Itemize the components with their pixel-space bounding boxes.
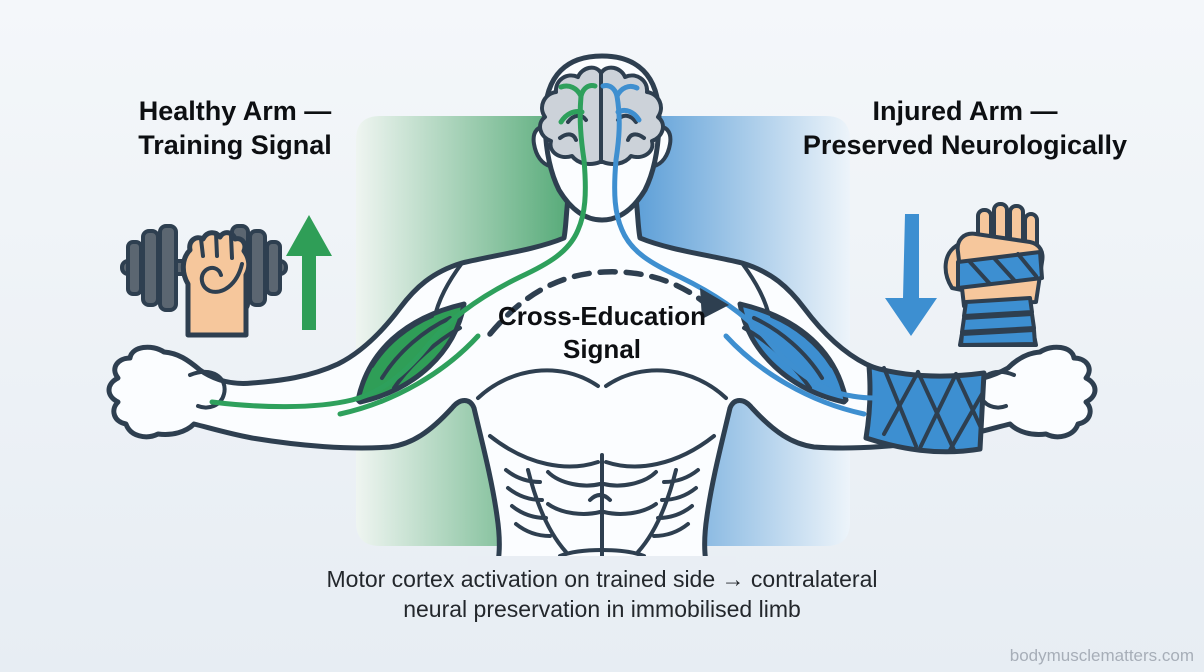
green-nerve-path <box>209 83 598 410</box>
healthy-arm-title: Healthy Arm — Training Signal <box>138 96 332 160</box>
watermark: bodymusclematters.com <box>1009 646 1194 665</box>
dashed-signal-arc <box>487 269 729 337</box>
forearm-bandage <box>863 363 987 455</box>
injured-arm-title: Injured Arm — Preserved Neurologically <box>802 96 1128 160</box>
left-bicep-muscle <box>337 301 481 417</box>
up-arrow-icon <box>286 215 332 330</box>
arrowhead <box>700 288 729 319</box>
brain-icon <box>538 65 665 166</box>
dumbbell-icon <box>120 224 288 338</box>
body-fill <box>109 198 1095 562</box>
bandaged-hand-icon <box>943 202 1045 347</box>
blue-nerve-path <box>600 83 877 401</box>
cross-education-label: Cross-Education Signal <box>497 301 707 364</box>
body-outline-left <box>106 195 571 565</box>
down-arrow-icon <box>885 214 937 336</box>
torso-fade <box>468 556 736 570</box>
caption-text: Motor cortex activation on trained side … <box>326 566 878 622</box>
anatomy-lines <box>188 261 1016 558</box>
head <box>531 53 673 223</box>
body-outline-right <box>633 195 1098 565</box>
